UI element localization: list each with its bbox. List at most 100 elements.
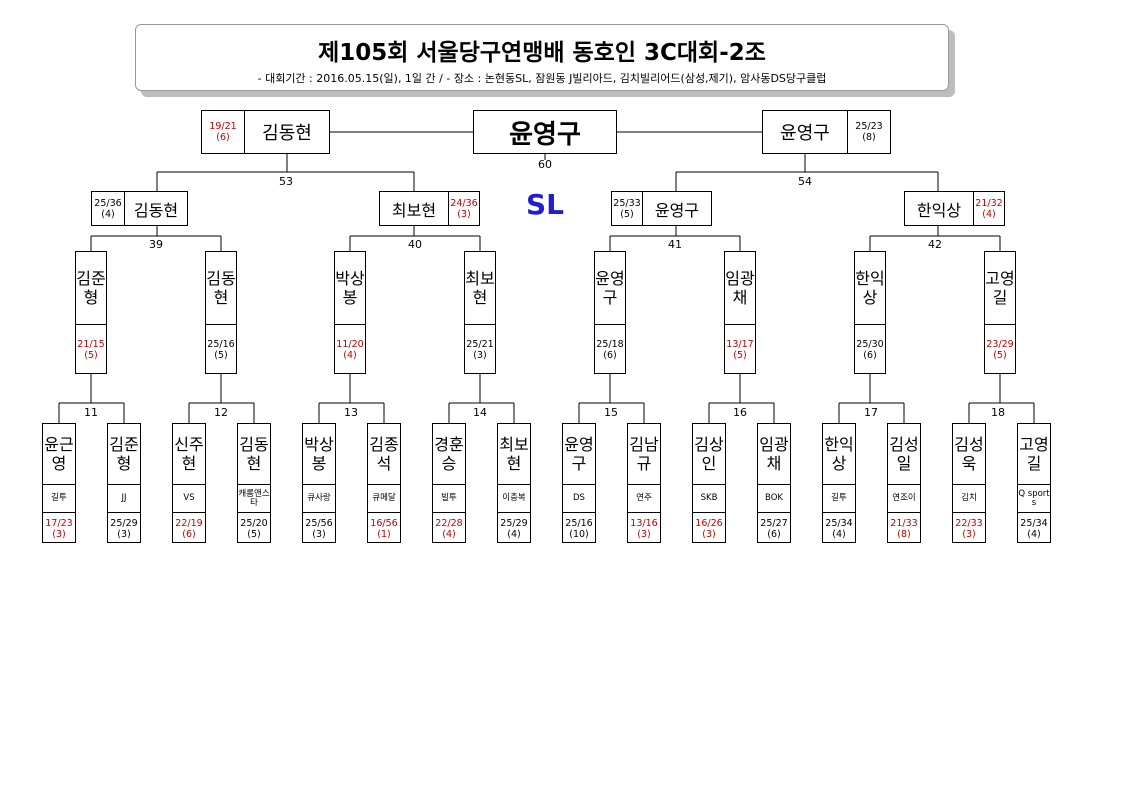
club-name: 연주 [628,485,660,513]
player-name: 한익상 [823,424,855,485]
inning-value: (5) [214,350,228,361]
player-name: 윤영구 [595,252,625,325]
club-name: 연조이 [888,485,920,513]
inning-value: (8) [897,528,911,540]
round2-player: 최보현 25/21 (3) [464,251,496,374]
round1-match-number: 18 [991,406,1005,419]
player-name: 최보현 [498,424,530,485]
player-score: 25/29(4) [498,513,530,544]
semi-match-number: 53 [279,175,293,188]
club-name: 이충복 [498,485,530,513]
player-name: 김동현 [206,252,236,325]
score-value: 16/56 [370,517,398,529]
round2-match-number: 42 [928,238,942,251]
semi-player: 한익상 [904,191,974,226]
player-name: 최보현 [391,200,437,220]
club-name: 길투 [823,485,855,513]
player-name: 신주현 [173,424,205,485]
event-info: - 대회기간 : 2016.05.15(일), 1일 간 / - 장소 : 논현… [257,72,827,85]
inning-value: (6) [767,528,781,540]
semi-player: 최보현 [379,191,449,226]
player-score: 25/18 (6) [595,325,625,375]
club-name: 빌투 [433,485,465,513]
final-right-player: 윤영구 [762,110,848,154]
round2-player: 임광채 13/17 (5) [724,251,756,374]
player-name: 경훈승 [433,424,465,485]
score-value: 25/18 [596,339,624,350]
score-value: 21/33 [890,517,918,529]
final-left-score: 19/21 (6) [201,110,245,154]
club-name: 큐메달 [368,485,400,513]
inning-value: (5) [84,350,98,361]
player-score: 13/17 (5) [725,325,755,375]
inning-value: (3) [637,528,651,540]
player-name: 김동현 [133,200,179,220]
score-value: 22/19 [175,517,203,529]
semi-score: 25/36 (4) [91,191,125,226]
inning-value: (4) [982,208,996,220]
semi-score: 24/36 (3) [448,191,480,226]
round2-player: 윤영구 25/18 (6) [594,251,626,374]
score-value: 25/56 [305,517,333,529]
player-name: 김동현 [238,424,270,485]
club-name: SKB [693,485,725,513]
player-name: 고영길 [1018,424,1050,485]
score-value: 23/29 [986,339,1014,350]
inning-value: (5) [733,350,747,361]
round2-match-number: 41 [668,238,682,251]
player-score: 13/16(3) [628,513,660,544]
score-value: 22/28 [435,517,463,529]
club-name: Q sports [1018,485,1050,513]
score-value: 25/27 [760,517,788,529]
score-value: 17/23 [45,517,73,529]
score-value: 25/34 [825,517,853,529]
score-value: 22/33 [955,517,983,529]
player-name: 김상인 [693,424,725,485]
player-name: 윤영구 [654,200,700,220]
inning-value: (4) [507,528,521,540]
inning-value: (3) [702,528,716,540]
club-name: 길투 [43,485,75,513]
player-score: 25/56(3) [303,513,335,544]
player-name: 박상봉 [303,424,335,485]
inning-value: (3) [473,350,487,361]
round1-match-number: 11 [84,406,98,419]
semi-score: 25/33 (5) [611,191,643,226]
player-score: 25/29(3) [108,513,140,544]
player-name: 한익상 [855,252,885,325]
score-value: 13/16 [630,517,658,529]
score-value: 16/26 [695,517,723,529]
player-score: 25/16 (5) [206,325,236,375]
inning-value: (6) [603,350,617,361]
player-score: 21/15 (5) [76,325,106,375]
score-value: 13/17 [726,339,754,350]
score-value: 25/29 [500,517,528,529]
round1-match-number: 12 [214,406,228,419]
page-title: 제105회 서울당구연맹배 동호인 3C대회-2조 [318,40,766,66]
player-name: 한익상 [916,200,962,220]
score-value: 19/21 [209,121,237,132]
player-name: 김준형 [76,252,106,325]
club-name: 큐사랑 [303,485,335,513]
inning-value: (10) [569,528,589,540]
player-name: 임광채 [758,424,790,485]
club-name: DS [563,485,595,513]
inning-value: (8) [862,132,876,143]
score-value: 21/32 [975,197,1003,209]
score-value: 25/16 [207,339,235,350]
semi-player: 김동현 [124,191,188,226]
round2-player: 박상봉 11/20 (4) [334,251,366,374]
round1-match-number: 16 [733,406,747,419]
player-score: 16/56(1) [368,513,400,544]
player-name: 고영길 [985,252,1015,325]
score-value: 25/16 [565,517,593,529]
